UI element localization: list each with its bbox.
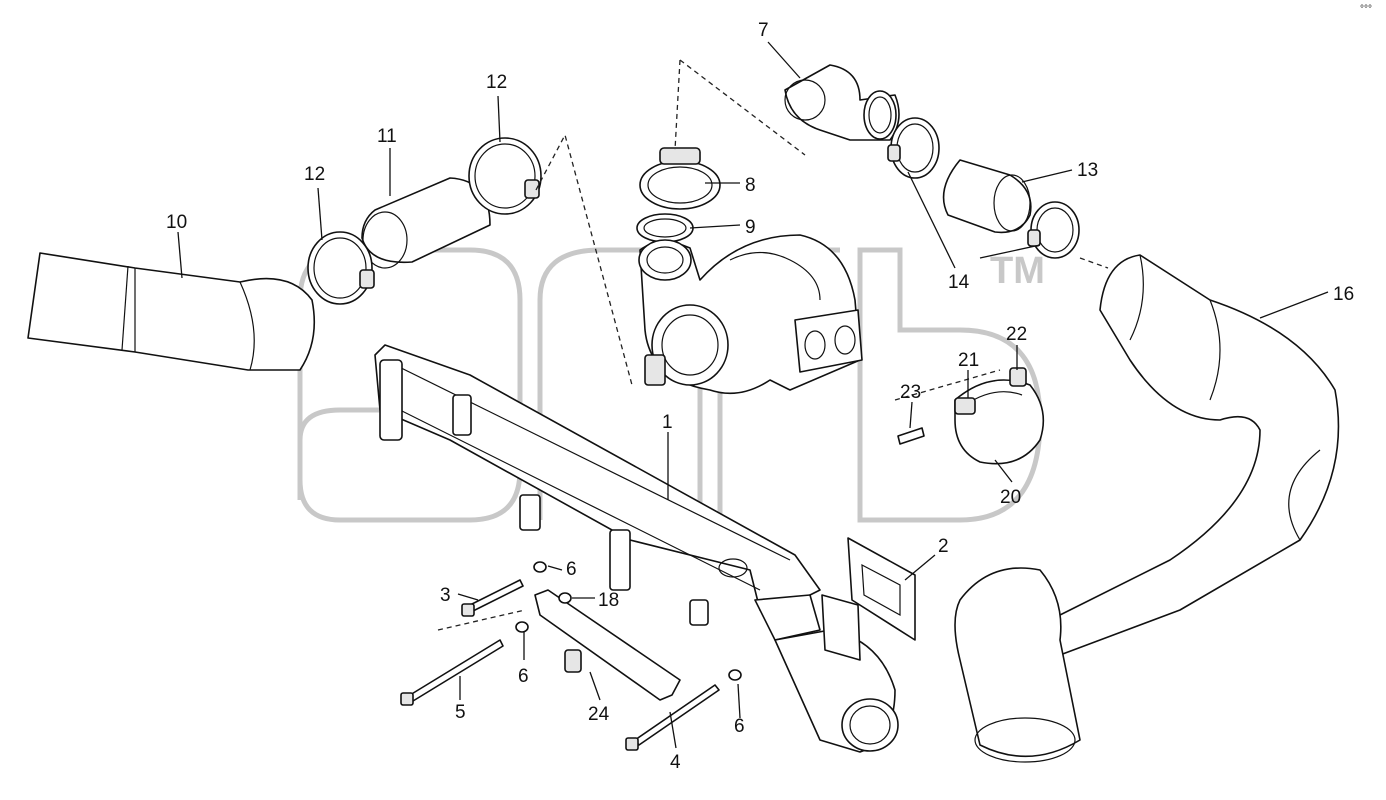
turbocharger (638, 234, 863, 395)
part-24-bracket (534, 589, 681, 701)
part-12-clamp-lower (307, 231, 375, 305)
part-21-clamp-bolt (954, 397, 976, 415)
callout-11: 11 (377, 126, 397, 147)
callout-18: 18 (598, 590, 619, 611)
part-14-clamp-b (1027, 201, 1080, 259)
callout-22: 22 (1006, 324, 1027, 345)
callout-13: 13 (1077, 160, 1098, 181)
part-9-gasket-ring (636, 213, 694, 243)
callout-23: 23 (900, 382, 921, 403)
part-2-gasket (847, 537, 916, 641)
callout-4: 4 (670, 752, 681, 773)
part-12-clamp-upper (468, 137, 542, 215)
part-6-washer-b (515, 621, 529, 633)
part-1-exhaust-manifold (374, 344, 899, 753)
callout-labels: 1 2 3 4 5 6 6 6 7 8 9 10 11 12 12 13 14 … (166, 20, 1354, 773)
part-18-nut (558, 592, 572, 604)
callout-12-upper: 12 (486, 72, 507, 93)
callout-24: 24 (588, 704, 610, 725)
part-3-bolt (461, 579, 524, 617)
leader-lines (177, 41, 1329, 749)
callout-16: 16 (1333, 284, 1354, 305)
part-23-stud (897, 427, 925, 445)
callout-6-right: 6 (734, 716, 745, 737)
part-14-clamp-a (887, 117, 940, 179)
callout-14: 14 (948, 272, 970, 293)
part-16-large-pipe (954, 254, 1340, 763)
callout-6-middle: 6 (518, 666, 529, 687)
callout-2: 2 (938, 536, 949, 557)
assembly-dashed-lines (437, 59, 1109, 631)
callout-21: 21 (958, 350, 979, 371)
callout-3: 3 (440, 585, 451, 606)
part-8-vband-clamp (639, 147, 721, 210)
callout-12-lower: 12 (304, 164, 325, 185)
watermark-tm: TM (990, 250, 1045, 292)
callout-20: 20 (1000, 487, 1021, 508)
part-6-washer-c (728, 669, 742, 681)
part-22-nut (1009, 367, 1027, 387)
callout-1: 1 (662, 412, 673, 433)
callout-8: 8 (745, 175, 756, 196)
callout-9: 9 (745, 217, 756, 238)
callout-5: 5 (455, 702, 466, 723)
part-4-long-bolt (625, 684, 720, 751)
part-10-elbow-pipe (27, 252, 316, 371)
part-13-hose (942, 159, 1032, 234)
corner-mark: °°° (1360, 4, 1372, 15)
callout-6-upper: 6 (566, 559, 577, 580)
callout-10: 10 (166, 212, 187, 233)
part-6-washer-a (533, 561, 547, 573)
part-5-long-bolt (400, 639, 504, 706)
part-7-outlet-elbow (784, 64, 900, 141)
part-11-hose-sleeve (361, 177, 491, 269)
callout-7: 7 (758, 20, 769, 41)
